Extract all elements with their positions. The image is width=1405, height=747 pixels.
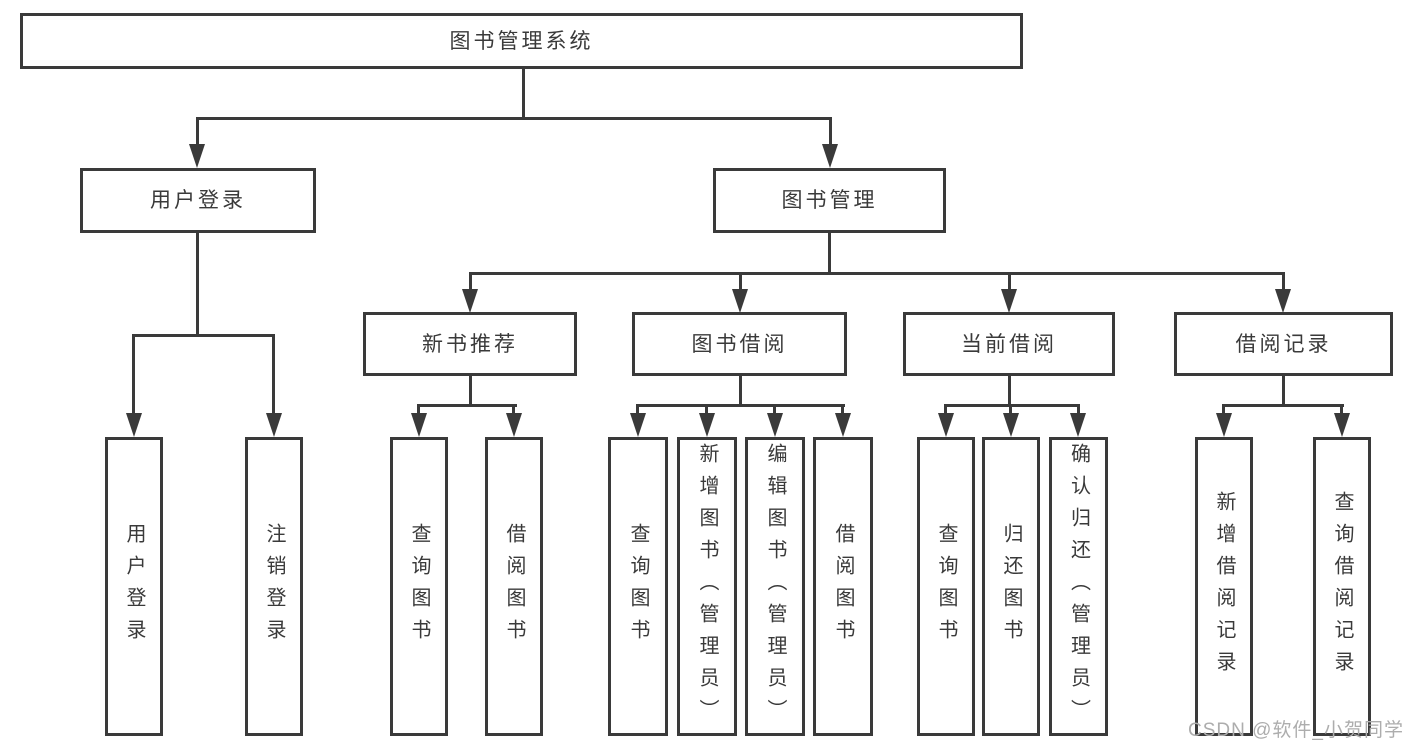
- connector-line: [469, 272, 1283, 275]
- node-cb-return-books-label: 归还图书: [1000, 522, 1022, 651]
- node-cb-confirm-return-label: 确认归还（管理员）: [1067, 442, 1090, 731]
- node-nbr-borrow-books-label: 借阅图书: [503, 522, 525, 651]
- node-borrow-records-label: 借阅记录: [1235, 332, 1332, 356]
- connector-line: [841, 404, 844, 416]
- connector-line: [1282, 272, 1285, 292]
- connector-line: [773, 404, 776, 416]
- connector-line: [944, 404, 1080, 407]
- arrow-down-icon: [462, 289, 478, 313]
- node-login: 用户登录: [105, 437, 163, 736]
- node-root-label: 图书管理系统: [449, 29, 594, 53]
- connector-line: [944, 404, 947, 416]
- node-bb-add-books-label: 新增图书（管理员）: [696, 442, 718, 731]
- csdn-watermark: CSDN @软件_小贺同学: [1188, 720, 1404, 741]
- node-current-borrow: 当前借阅: [903, 312, 1115, 376]
- node-br-add-record: 新增借阅记录: [1195, 437, 1253, 736]
- node-root: 图书管理系统: [20, 13, 1023, 69]
- node-bb-add-books: 新增图书（管理员）: [677, 437, 737, 736]
- arrow-down-icon: [1070, 413, 1086, 437]
- node-login-label: 用户登录: [123, 522, 145, 651]
- arrow-down-icon: [506, 413, 522, 437]
- node-nbr-query-books: 查询图书: [390, 437, 448, 736]
- connector-line: [1008, 272, 1011, 292]
- arrow-down-icon: [1275, 289, 1291, 313]
- arrow-down-icon: [1216, 413, 1232, 437]
- connector-line: [1282, 376, 1285, 406]
- node-bb-borrow-books: 借阅图书: [813, 437, 873, 736]
- node-user-login: 用户登录: [80, 168, 316, 233]
- node-nbr-query-books-label: 查询图书: [408, 522, 430, 651]
- connector-line: [417, 404, 420, 416]
- connector-line: [132, 334, 275, 337]
- connector-line: [1222, 404, 1344, 407]
- arrow-down-icon: [1003, 413, 1019, 437]
- connector-line: [829, 117, 832, 148]
- node-book-management: 图书管理: [713, 168, 946, 233]
- node-cb-query-books: 查询图书: [917, 437, 975, 736]
- node-new-book-recommend-label: 新书推荐: [422, 332, 518, 356]
- node-book-borrow: 图书借阅: [632, 312, 847, 376]
- connector-line: [1008, 376, 1011, 406]
- connector-line: [1340, 404, 1343, 416]
- node-nbr-borrow-books: 借阅图书: [485, 437, 543, 736]
- node-book-borrow-label: 图书借阅: [691, 332, 788, 356]
- connector-line: [636, 404, 639, 416]
- node-logout-label: 注销登录: [263, 522, 285, 651]
- node-cb-return-books: 归还图书: [982, 437, 1040, 736]
- arrow-down-icon: [938, 413, 954, 437]
- node-br-query-record-label: 查询借阅记录: [1331, 490, 1353, 683]
- node-bb-edit-books-label: 编辑图书（管理员）: [764, 442, 786, 731]
- arrow-down-icon: [822, 144, 838, 168]
- node-logout: 注销登录: [245, 437, 303, 736]
- connector-line: [196, 233, 199, 337]
- node-book-management-label: 图书管理: [781, 189, 878, 212]
- connector-line: [417, 404, 517, 407]
- node-bb-edit-books: 编辑图书（管理员）: [745, 437, 805, 736]
- arrow-down-icon: [266, 413, 282, 437]
- connector-line: [522, 68, 525, 118]
- arrow-down-icon: [699, 413, 715, 437]
- node-bb-borrow-books-label: 借阅图书: [832, 522, 854, 651]
- arrow-down-icon: [767, 413, 783, 437]
- connector-line: [1077, 404, 1080, 416]
- node-bb-query-books: 查询图书: [608, 437, 668, 736]
- connector-line: [828, 233, 831, 275]
- node-current-borrow-label: 当前借阅: [961, 332, 1057, 356]
- connector-line: [705, 404, 708, 416]
- node-borrow-records: 借阅记录: [1174, 312, 1393, 376]
- connector-line: [512, 404, 515, 416]
- connector-line: [636, 404, 845, 407]
- arrow-down-icon: [411, 413, 427, 437]
- connector-line: [1222, 404, 1225, 416]
- connector-line: [1009, 404, 1012, 416]
- arrow-down-icon: [1334, 413, 1350, 437]
- connector-line: [196, 117, 832, 120]
- node-cb-query-books-label: 查询图书: [935, 522, 957, 651]
- node-cb-confirm-return: 确认归还（管理员）: [1049, 437, 1108, 736]
- connector-line: [272, 334, 275, 416]
- arrow-down-icon: [1001, 289, 1017, 313]
- connector-line: [132, 334, 135, 416]
- arrow-down-icon: [732, 289, 748, 313]
- connector-line: [469, 376, 472, 406]
- arrow-down-icon: [126, 413, 142, 437]
- connector-line: [469, 272, 472, 292]
- arrow-down-icon: [630, 413, 646, 437]
- node-br-query-record: 查询借阅记录: [1313, 437, 1371, 736]
- node-bb-query-books-label: 查询图书: [627, 522, 649, 651]
- arrow-down-icon: [835, 413, 851, 437]
- node-br-add-record-label: 新增借阅记录: [1213, 490, 1235, 683]
- node-new-book-recommend: 新书推荐: [363, 312, 577, 376]
- connector-line: [739, 272, 742, 292]
- connector-line: [739, 376, 742, 406]
- node-user-login-label: 用户登录: [150, 189, 246, 212]
- connector-line: [196, 117, 199, 148]
- arrow-down-icon: [189, 144, 205, 168]
